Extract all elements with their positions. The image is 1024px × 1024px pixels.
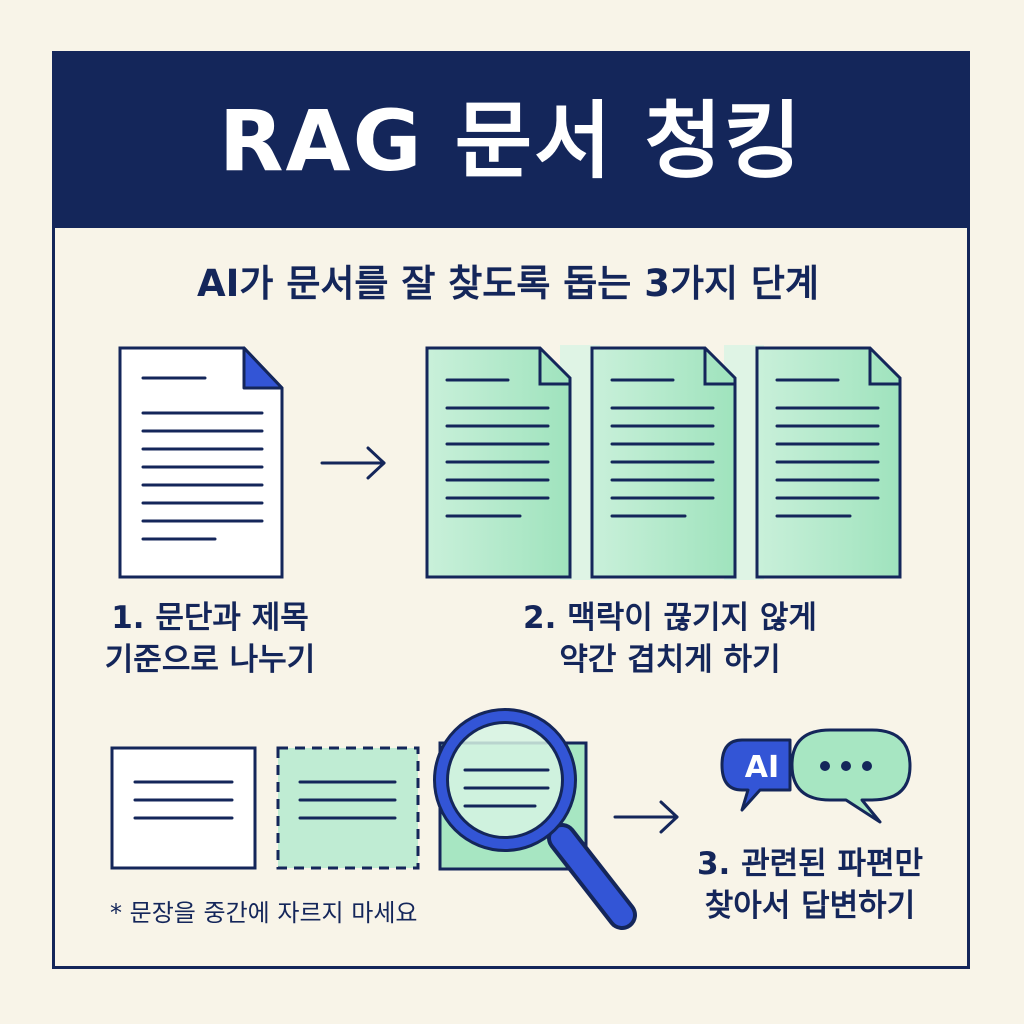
step-2-label: 2. 맥락이 끊기지 않게 약간 겹치게 하기 [523, 600, 817, 678]
chunk-card [110, 746, 257, 870]
dashed-chunk-card [276, 746, 420, 870]
magnifier-icon [433, 708, 637, 930]
ai-badge-text: AI [745, 750, 779, 785]
page-title: RAG 문서 청킹 [218, 92, 804, 190]
chat-bubble-icon: AI [720, 728, 912, 824]
header-banner: RAG 문서 청킹 [55, 54, 967, 228]
arrow-right-icon [320, 446, 386, 480]
arrow-right-icon [613, 800, 679, 834]
chunk-document-icon [590, 346, 737, 579]
subtitle: AI가 문서를 잘 찾도록 돕는 3가지 단계 [197, 262, 819, 305]
document-icon [118, 346, 284, 579]
footnote: * 문장을 중간에 자르지 마세요 [110, 899, 418, 927]
chunk-document-icon [425, 346, 572, 579]
chunk-document-icon [755, 346, 902, 579]
step-1-label: 1. 문단과 제목 기준으로 나누기 [104, 600, 316, 678]
step-3-label: 3. 관련된 파편만 찾아서 답변하기 [696, 846, 924, 924]
